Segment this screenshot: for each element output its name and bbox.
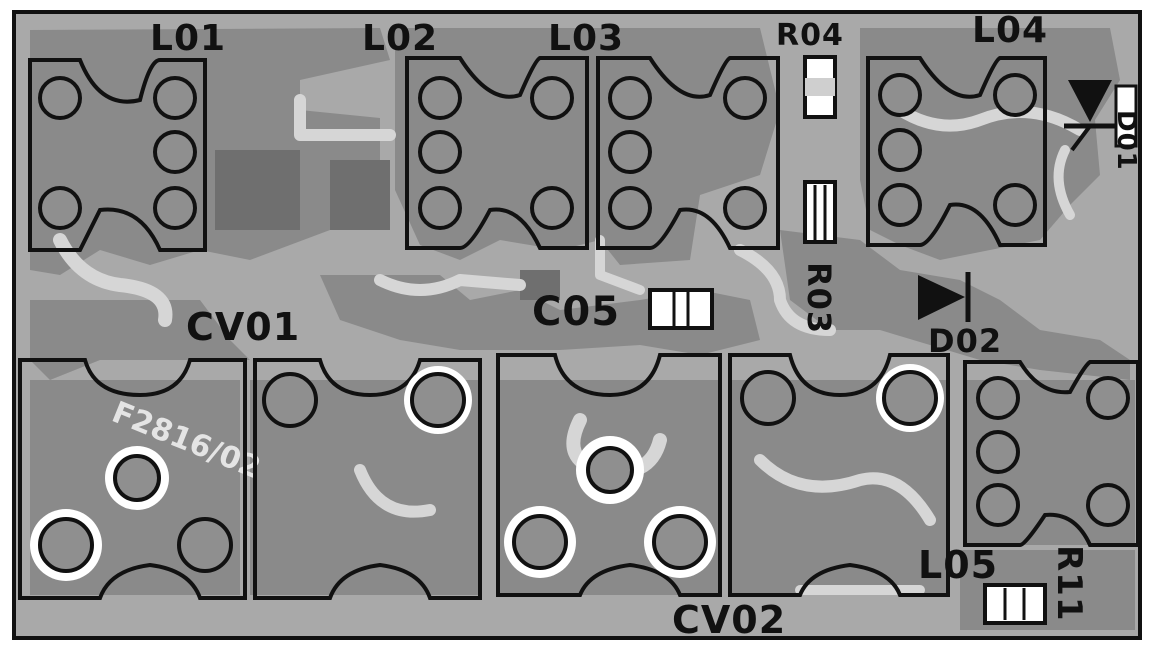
label-l02: L02 <box>362 18 438 59</box>
label-cv02: CV02 <box>672 598 786 642</box>
trimmer-cv01-b <box>253 358 482 600</box>
label-l03: L03 <box>548 18 624 59</box>
trimmer-cv01-a <box>18 358 247 600</box>
board-edge <box>12 10 1142 640</box>
diode-d02 <box>918 272 971 322</box>
coil-l02 <box>405 56 589 250</box>
label-r04: R04 <box>776 18 844 53</box>
label-l05: L05 <box>918 543 998 587</box>
coil-l05 <box>963 360 1140 547</box>
label-r03: R03 <box>800 262 838 334</box>
label-c05: C05 <box>532 289 620 335</box>
label-l01: L01 <box>150 18 226 59</box>
diode-d01 <box>1064 80 1138 152</box>
label-d01: D01 <box>1111 110 1141 171</box>
trimmer-cv02-a <box>496 353 722 597</box>
coil-l04 <box>866 56 1047 247</box>
trimmer-cv02-b <box>728 353 950 597</box>
coil-l03 <box>596 56 780 250</box>
coil-l01 <box>28 58 207 252</box>
label-l04: L04 <box>972 10 1048 51</box>
capacitor-c05 <box>648 288 714 330</box>
resistor-r11 <box>983 583 1047 625</box>
resistor-r04 <box>803 55 837 119</box>
resistor-r03 <box>803 180 837 244</box>
label-cv01: CV01 <box>186 305 300 349</box>
label-r11: R11 <box>1049 545 1089 622</box>
